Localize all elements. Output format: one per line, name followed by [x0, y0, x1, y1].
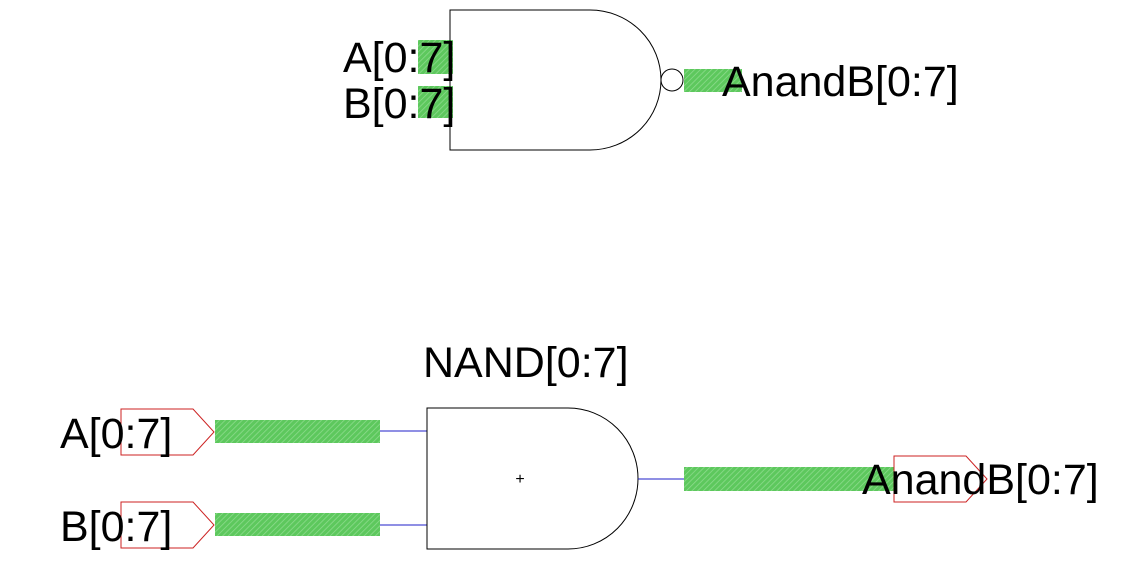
symbol-inversion-bubble [660, 68, 684, 92]
input-port-a[interactable] [120, 408, 215, 456]
symbol-bus-b [418, 86, 453, 118]
output-port[interactable] [893, 455, 988, 503]
gate-body[interactable] [426, 407, 639, 550]
symbol-bus-out [684, 69, 742, 92]
symbol-output-label: AnandB[0:7] [722, 58, 959, 106]
bus-a[interactable] [215, 420, 380, 443]
symbol-gate-body [449, 9, 662, 151]
symbol-input-b-label: B[0:7] [343, 80, 455, 128]
bus-out[interactable] [684, 467, 894, 491]
symbol-bus-a [418, 40, 453, 74]
gate-origin-marker: + [515, 471, 524, 488]
input-port-a-label: A[0:7] [60, 410, 172, 458]
nand-symbol[interactable]: A[0:7] B[0:7] AnandB[0:7] [343, 9, 959, 151]
bus-b[interactable] [215, 513, 380, 536]
symbol-input-a-label: A[0:7] [343, 34, 455, 82]
input-port-b[interactable] [120, 501, 215, 549]
output-port-label: AnandB[0:7] [862, 456, 1099, 504]
instance-label: NAND[0:7] [423, 339, 629, 387]
input-port-b-label: B[0:7] [60, 503, 172, 551]
schematic-instance[interactable]: NAND[0:7] A[0:7] B[0:7] + AnandB[0:7] [60, 339, 1099, 551]
